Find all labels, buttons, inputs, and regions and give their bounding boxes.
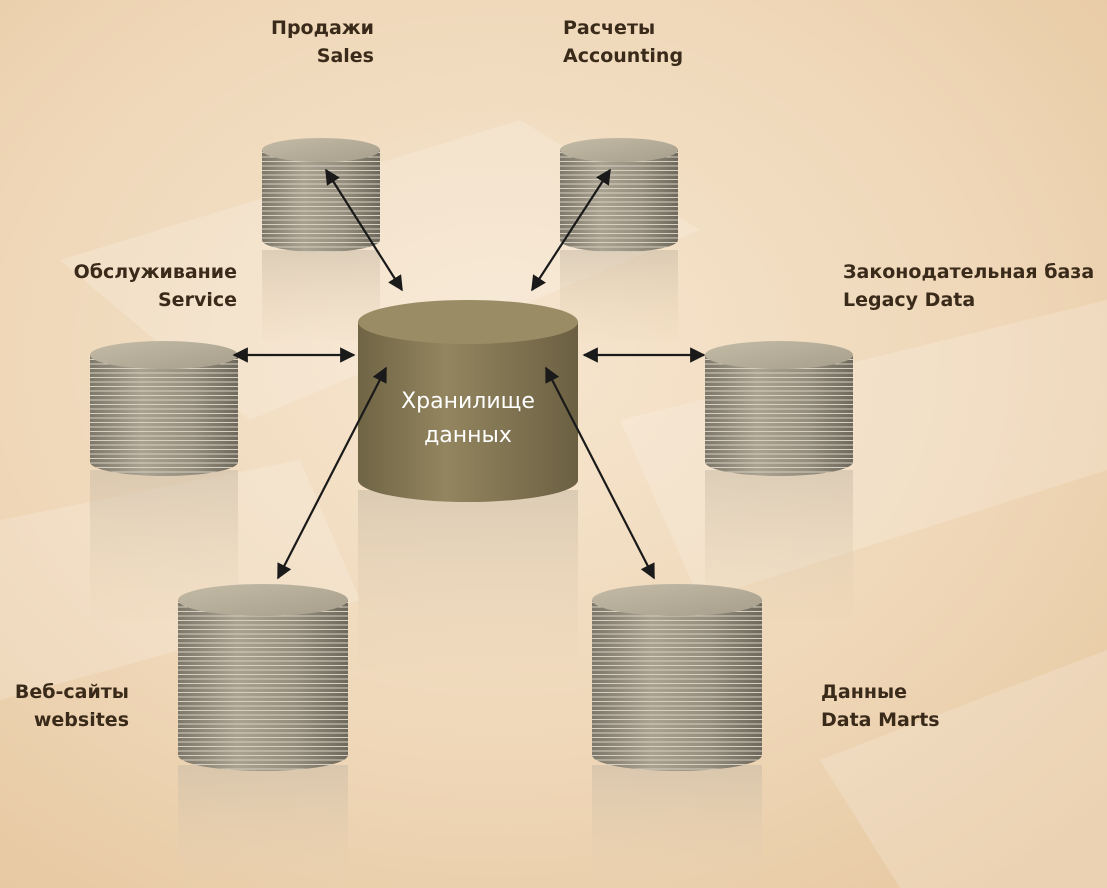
label-websites-en: websites <box>33 709 129 731</box>
label-accounting-ru: Расчеты <box>563 17 656 39</box>
arrow-accounting <box>531 168 611 292</box>
label-websites: Веб-сайты websites <box>15 678 129 734</box>
arrow-websites <box>277 366 387 580</box>
label-service: Обслуживание Service <box>74 258 237 314</box>
label-websites-ru: Веб-сайты <box>14 681 129 703</box>
label-datamarts-en: Data Marts <box>821 709 940 731</box>
label-service-ru: Обслуживание <box>73 261 237 283</box>
cylinder-datamarts <box>592 584 762 771</box>
label-sales-en: Sales <box>316 45 374 67</box>
arrow-sales <box>325 168 403 292</box>
cylinder-accounting <box>560 138 678 252</box>
label-legacy-en: Legacy Data <box>843 289 976 311</box>
label-legacy: Законодательная база Legacy Data <box>843 258 1094 314</box>
cylinder-service <box>90 341 238 476</box>
arrows <box>232 168 706 580</box>
label-service-en: Service <box>158 289 237 311</box>
label-datamarts-ru: Данные <box>821 681 908 703</box>
data-warehouse-hub <box>358 300 578 502</box>
arrow-datamarts <box>545 366 655 580</box>
label-accounting: Расчеты Accounting <box>563 14 683 70</box>
label-sales-ru: Продажи <box>271 17 374 39</box>
cylinder-legacy <box>705 341 853 476</box>
hub-label-line2: данных <box>424 423 512 448</box>
label-datamarts: Данные Data Marts <box>821 678 940 734</box>
hub-label-line1: Хранилище <box>401 389 535 414</box>
cylinder-websites <box>178 584 348 771</box>
label-sales: Продажи Sales <box>271 14 374 70</box>
cylinder-sales <box>262 138 380 252</box>
label-accounting-en: Accounting <box>563 45 684 67</box>
label-legacy-ru: Законодательная база <box>843 261 1095 283</box>
